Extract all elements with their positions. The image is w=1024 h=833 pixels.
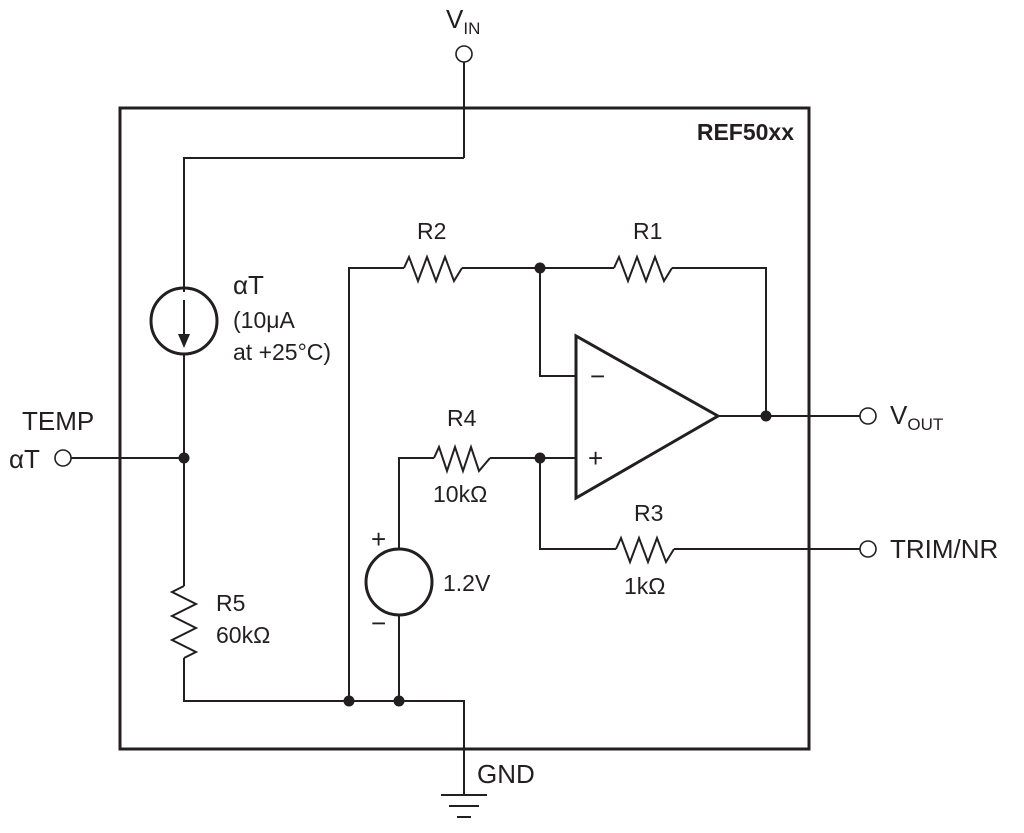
vin-terminal[interactable]	[455, 45, 473, 63]
current-source	[149, 286, 219, 356]
current-source-label-1: αT	[233, 270, 264, 300]
vref-minus: −	[371, 608, 386, 638]
part-name-label: REF50xx	[697, 119, 794, 145]
temp-label: TEMP	[22, 406, 94, 436]
ground-symbol	[441, 794, 487, 818]
r5-value: 60kΩ	[216, 622, 270, 648]
r4-value: 10kΩ	[433, 481, 487, 507]
trim-label: TRIM/NR	[890, 534, 998, 564]
inverting-input-wire	[539, 268, 576, 377]
vin-net	[183, 62, 465, 292]
r1-name: R1	[633, 218, 662, 244]
temp-alpha-label: αT	[9, 444, 40, 474]
temp-node-dot	[178, 452, 190, 464]
r5-resistor	[169, 585, 199, 659]
trim-terminal[interactable]	[859, 540, 877, 558]
temp-terminal[interactable]	[54, 449, 72, 467]
r3-value: 1kΩ	[624, 573, 666, 599]
temp-net	[71, 354, 185, 586]
op-amp-plus: +	[588, 443, 603, 473]
vref-plus: +	[371, 524, 386, 554]
r4-resistor	[433, 443, 491, 475]
current-source-label-3: at +25°C)	[233, 339, 331, 365]
r5-name: R5	[216, 590, 245, 616]
voltage-reference	[364, 547, 434, 617]
current-source-label-2: (10μA	[233, 307, 295, 333]
op-amp	[574, 333, 722, 501]
r3-resistor	[615, 535, 675, 565]
r3-net	[539, 458, 860, 550]
op-amp-minus: −	[590, 361, 605, 391]
r1-net	[540, 267, 767, 416]
gnd-label: GND	[477, 759, 535, 789]
r1-resistor	[613, 254, 673, 284]
vref-value: 1.2V	[443, 570, 491, 596]
r4-net	[398, 457, 434, 550]
r2-net	[348, 267, 540, 701]
vout-label: VOUT	[890, 400, 943, 434]
r4-name: R4	[447, 405, 477, 431]
r2-name: R2	[417, 218, 446, 244]
ground-net	[183, 658, 465, 795]
vout-terminal[interactable]	[859, 407, 877, 425]
r3-name: R3	[634, 500, 663, 526]
output-node-dot	[760, 410, 772, 422]
vin-label: VIN	[446, 4, 480, 38]
r2-resistor	[403, 254, 463, 284]
